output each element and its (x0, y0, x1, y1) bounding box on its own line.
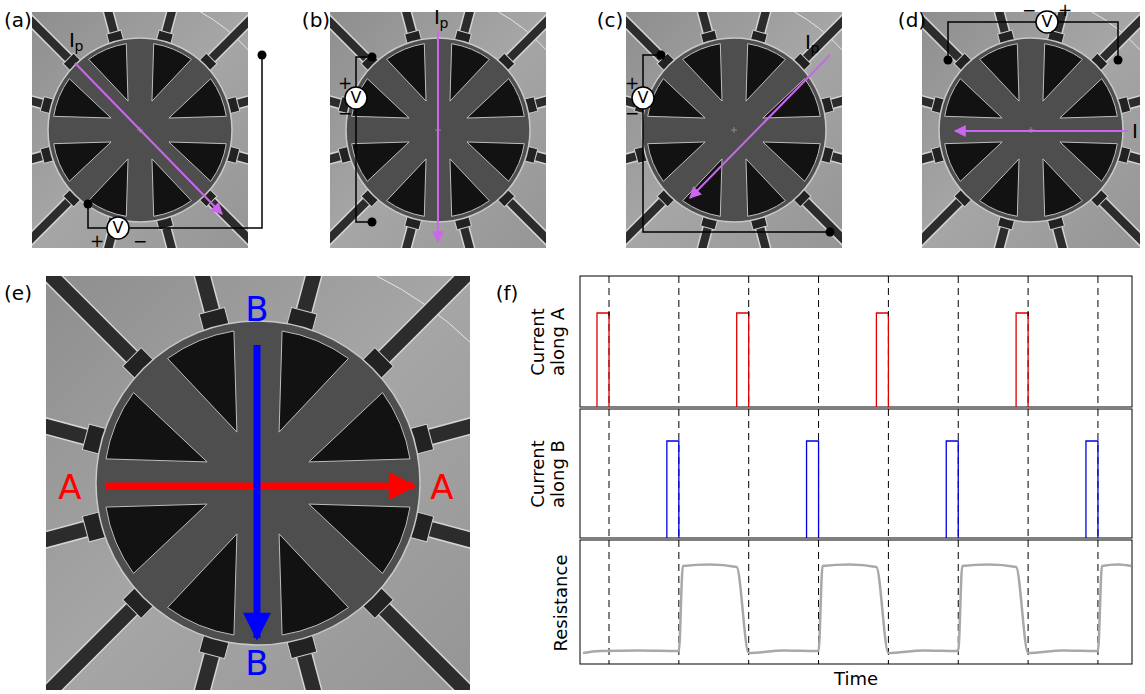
current-arrow (437, 30, 439, 242)
contact-dot (826, 228, 835, 237)
sem-device-image (626, 12, 842, 248)
polarity-sign: + (90, 232, 104, 251)
time-marker (748, 540, 749, 664)
meter-symbol: V (351, 90, 362, 106)
meter-symbol: V (638, 90, 649, 106)
plot-frame (580, 409, 1132, 538)
voltmeter-circle: V (106, 216, 130, 240)
current-pulse (807, 441, 819, 538)
current-symbol: I (434, 6, 440, 28)
contact-dot (368, 218, 377, 227)
polarity-sign: − (1022, 1, 1036, 20)
time-marker (888, 409, 889, 538)
sem-device-image (46, 276, 470, 690)
current-symbol: I (1132, 120, 1138, 142)
voltmeter-wire (643, 109, 830, 232)
axis-title: Resistance (551, 555, 571, 652)
current-symbol: I (805, 31, 811, 53)
current-pulse (1086, 441, 1098, 538)
voltmeter-wire (948, 22, 1036, 60)
axis-letter: A (430, 469, 453, 506)
time-marker (1097, 276, 1098, 407)
time-marker (748, 409, 749, 538)
panel-letter: (e) (4, 282, 32, 304)
contact-dot (368, 53, 377, 62)
voltmeter-circle: V (1035, 10, 1059, 34)
voltmeter-wire (129, 55, 262, 228)
panel-letter: (c) (597, 9, 624, 31)
contact-dot (84, 200, 93, 209)
meter-symbol: V (113, 220, 124, 236)
panel-letter: (d) (898, 9, 926, 31)
current-symbol: I (69, 29, 75, 51)
contact-dot (657, 51, 666, 60)
time-marker (609, 540, 610, 664)
current-arrow (690, 55, 830, 198)
voltmeter-circle: V (344, 86, 368, 110)
sem-device-image (330, 12, 546, 248)
meter-symbol: V (1042, 14, 1053, 30)
time-marker (1028, 409, 1029, 538)
sem-device-image (32, 12, 248, 248)
sem-device-image (922, 12, 1140, 248)
panel-letter: (f) (496, 282, 519, 304)
plot-frame (580, 276, 1132, 407)
time-marker (609, 409, 610, 538)
axis-letter: B (245, 645, 268, 682)
contact-dot (944, 56, 953, 65)
axis-letter: B (245, 291, 268, 328)
voltmeter-circle: V (631, 86, 655, 110)
panel-letter: (a) (4, 9, 32, 31)
axis-title: Current along B (528, 429, 568, 519)
time-marker (1028, 540, 1029, 664)
voltmeter-wire (1058, 22, 1118, 60)
axis-letter: A (58, 469, 81, 506)
time-marker (958, 276, 959, 407)
contact-dot (258, 51, 267, 60)
current-pulse (876, 313, 888, 407)
current-pulse (737, 313, 749, 407)
time-marker (678, 276, 679, 407)
current-subscript: p (75, 39, 84, 54)
polarity-sign: − (133, 232, 147, 251)
current-pulse (667, 441, 679, 538)
polarity-sign: + (1058, 1, 1072, 20)
current-subscript: p (811, 41, 820, 56)
voltmeter-wire (356, 57, 372, 87)
current-subscript: p (440, 16, 449, 31)
current-arrow (254, 345, 261, 638)
resistance-trace (583, 565, 1131, 654)
voltmeter-wire (88, 204, 107, 228)
current-arrow (75, 63, 222, 214)
plot-frame (580, 540, 1132, 664)
current-pulse (946, 441, 958, 538)
axis-title: Current along A (528, 297, 568, 387)
time-marker (818, 276, 819, 407)
axis-title: Time (834, 669, 878, 689)
current-pulse (1016, 313, 1028, 407)
current-arrow (955, 130, 1128, 132)
current-pulse (597, 313, 609, 407)
contact-dot (1114, 56, 1123, 65)
panel-letter: (b) (302, 9, 330, 31)
voltmeter-wire (643, 55, 661, 87)
voltmeter-wire (356, 109, 372, 222)
time-marker (888, 540, 889, 664)
